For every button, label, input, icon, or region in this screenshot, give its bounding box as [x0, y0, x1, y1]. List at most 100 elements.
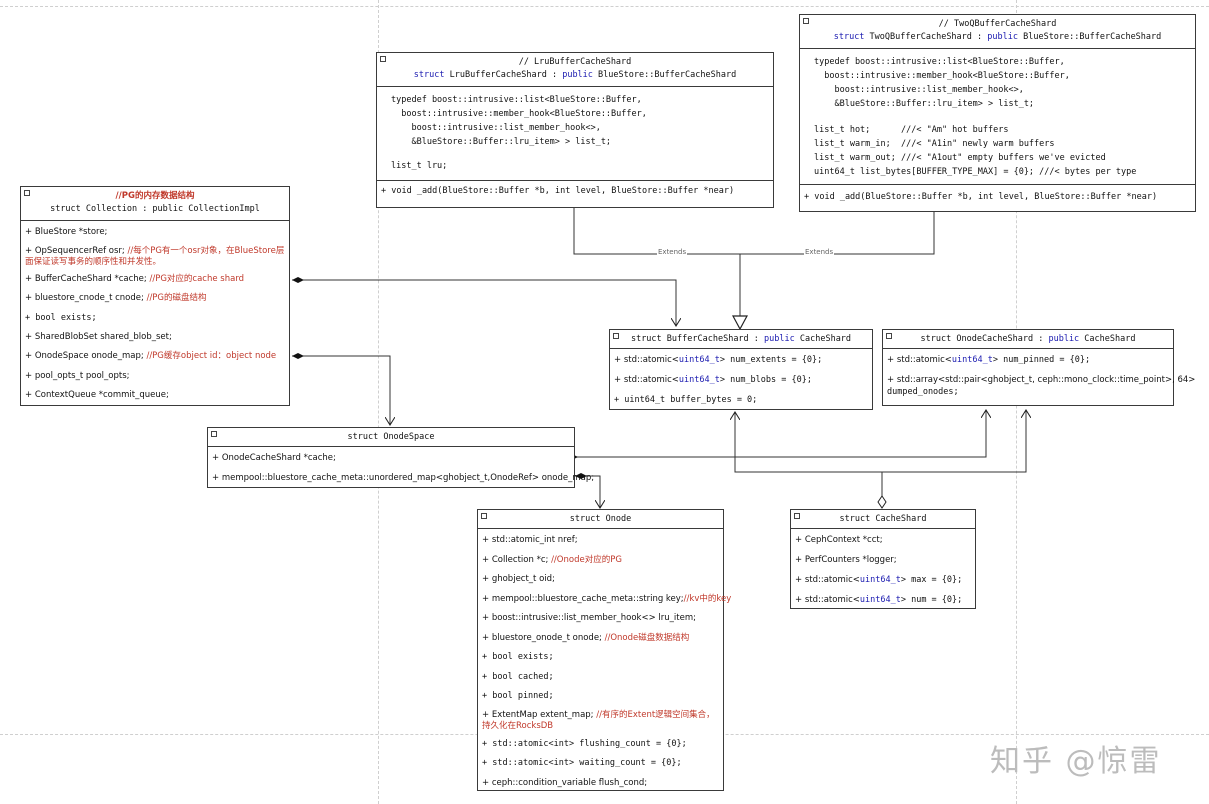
attribute-row: + Collection *c; //Onode对应的PG	[482, 554, 622, 565]
collection-onodemap-link	[292, 355, 390, 425]
collapse-icon[interactable]	[803, 18, 809, 24]
extends-line-twoq	[740, 212, 935, 255]
method-add: + void _add(BlueStore::Buffer *b, int le…	[381, 186, 735, 196]
attributes-section: + std::atomic<uint64_t> num_pinned = {0}…	[883, 349, 1196, 398]
class-header: // LruBufferCacheShard struct LruBufferC…	[377, 53, 773, 87]
attribute-row: + OnodeSpace onode_map; //PG缓存object id：…	[25, 351, 277, 361]
attributes-section: + std::atomic<uint64_t> num_extents = {0…	[610, 349, 872, 408]
attribute-row: + BufferCacheShard *cache; //PG对应的cache …	[25, 274, 245, 284]
class-comment: // LruBufferCacheShard	[518, 57, 632, 67]
attribute-row: + bool exists;	[25, 313, 97, 323]
class-header: struct Onode	[478, 510, 723, 529]
attribute-row: + ceph::condition_variable flush_cond;	[482, 777, 648, 788]
class-header: // TwoQBufferCacheShard struct TwoQBuffe…	[800, 15, 1195, 49]
typedef-line: &BlueStore::Buffer::lru_item> > list_t;	[814, 99, 1035, 109]
grid-line-horizontal	[0, 6, 1209, 7]
member-warm-in: list_t warm_in; ///< "A1in" newly warm b…	[814, 139, 1055, 149]
buffer-cache-shard-class[interactable]: struct BufferCacheShard : public CacheSh…	[609, 329, 873, 410]
class-declaration: struct Collection : public CollectionImp…	[50, 204, 260, 214]
attribute-row: + bluestore_cnode_t cnode; //PG的磁盘结构	[25, 293, 207, 303]
attribute-row: + ExtentMap extent_map; //有序的Extent逻辑空间集…	[482, 709, 715, 731]
attribute-row: + pool_opts_t pool_opts;	[25, 371, 130, 381]
attribute-row: + bool exists;	[482, 652, 554, 662]
attributes-section: typedef boost::intrusive::list<BlueStore…	[800, 49, 1195, 185]
collapse-icon[interactable]	[380, 56, 386, 62]
attribute-row: + BlueStore *store;	[25, 227, 108, 237]
attribute-row: + std::atomic<int> flushing_count = {0};	[482, 738, 687, 749]
extends-label: Extends	[804, 248, 835, 256]
class-header: //PG的内存数据结构 struct Collection : public C…	[21, 187, 289, 221]
attribute-row: + std::atomic<uint64_t> num_blobs = {0};	[614, 375, 812, 385]
class-comment: //PG的内存数据结构	[115, 191, 195, 201]
onode-class[interactable]: struct Onode + std::atomic_int nref;+ Co…	[477, 509, 731, 791]
diamond-onodespace-onode	[575, 473, 587, 479]
collapse-icon[interactable]	[613, 333, 619, 339]
class-declaration: struct LruBufferCacheShard : public Blue…	[413, 70, 737, 80]
attributes-section: + BlueStore *store; + OpSequencerRef osr…	[21, 221, 289, 405]
attribute-row: + PerfCounters *logger;	[795, 555, 897, 565]
attribute-row: + std::atomic_int nref;	[482, 535, 578, 545]
attribute-row: + SharedBlobSet shared_blob_set;	[25, 332, 172, 342]
attribute-row: + OpSequencerRef osr; //每个PG有一个osr对象，在Bl…	[25, 246, 285, 267]
attribute-row: + CephContext *cct;	[795, 535, 883, 545]
typedef-line: boost::intrusive::member_hook<BlueStore:…	[814, 71, 1070, 81]
attributes-section: + CephContext *cct; + PerfCounters *logg…	[791, 529, 975, 608]
attributes-section: + OnodeCacheShard *cache; + mempool::blu…	[208, 447, 595, 486]
member-list-bytes: uint64_t list_bytes[BUFFER_TYPE_MAX] = {…	[814, 167, 1137, 177]
attribute-row: + bluestore_onode_t onode; //Onode磁盘数据结构	[482, 632, 690, 643]
collapse-icon[interactable]	[886, 333, 892, 339]
attributes-section: typedef boost::intrusive::list<BlueStore…	[377, 87, 773, 181]
diamond-collection-onodemap	[292, 353, 304, 359]
typedef-line: boost::intrusive::list_member_hook<>,	[814, 85, 1024, 95]
attribute-row: + std::atomic<uint64_t> num = {0};	[795, 595, 963, 605]
class-header: struct BufferCacheShard : public CacheSh…	[610, 330, 872, 349]
cacheshard-onode-link	[882, 410, 1026, 473]
typedef-line: typedef boost::intrusive::list<BlueStore…	[391, 95, 642, 105]
member-warm-out: list_t warm_out; ///< "A1out" empty buff…	[814, 153, 1106, 163]
lru-buffer-cache-shard-class[interactable]: // LruBufferCacheShard struct LruBufferC…	[376, 52, 774, 208]
attribute-row: + mempool::bluestore_cache_meta::string …	[482, 593, 732, 604]
onode-space-class[interactable]: struct OnodeSpace + OnodeCacheShard *cac…	[207, 427, 595, 488]
typedef-line: &BlueStore::Buffer::lru_item> > list_t;	[391, 137, 612, 147]
attribute-row: + std::atomic<uint64_t> num_extents = {0…	[614, 355, 823, 365]
attribute-row: + mempool::bluestore_cache_meta::unorder…	[212, 473, 595, 483]
twoq-buffer-cache-shard-class[interactable]: // TwoQBufferCacheShard struct TwoQBuffe…	[799, 14, 1196, 212]
class-comment: // TwoQBufferCacheShard	[938, 19, 1057, 29]
attribute-row: + ContextQueue *commit_queue;	[25, 390, 169, 400]
typedef-line: boost::intrusive::member_hook<BlueStore:…	[391, 109, 647, 119]
collapse-icon[interactable]	[24, 190, 30, 196]
attribute-row: + std::array<std::pair<ghobject_t, ceph:…	[887, 375, 1196, 385]
collapse-icon[interactable]	[211, 431, 217, 437]
attribute-row: dumped_onodes;	[887, 387, 959, 397]
diamond-cacheshard	[877, 495, 887, 509]
grid-line-vertical	[378, 0, 379, 804]
attribute-row: + OnodeCacheShard *cache;	[212, 453, 336, 463]
attribute-row: + bool pinned;	[482, 691, 554, 701]
attribute-row: + std::atomic<uint64_t> max = {0};	[795, 575, 963, 585]
class-declaration: struct TwoQBufferCacheShard : public Blu…	[833, 32, 1162, 42]
watermark: 知乎 @惊雷	[990, 744, 1162, 779]
collapse-icon[interactable]	[794, 513, 800, 519]
diamond-collection-cache	[292, 277, 304, 283]
collection-cache-link	[292, 279, 676, 326]
cacheshard-buffer-link	[735, 412, 883, 496]
attribute-row: + std::atomic<uint64_t> num_pinned = {0}…	[887, 355, 1091, 365]
class-header: struct OnodeCacheShard : public CacheSha…	[883, 330, 1173, 349]
cache-shard-class[interactable]: struct CacheShard + CephContext *cct; + …	[790, 509, 976, 609]
attribute-row: + uint64_t buffer_bytes = 0;	[614, 395, 758, 405]
attribute-row: + std::atomic<int> waiting_count = {0};	[482, 758, 682, 768]
method-add: + void _add(BlueStore::Buffer *b, int le…	[804, 192, 1158, 202]
attribute-row: + bool cached;	[482, 671, 554, 682]
typedef-line: typedef boost::intrusive::list<BlueStore…	[814, 57, 1065, 67]
typedef-line: boost::intrusive::list_member_hook<>,	[391, 123, 601, 133]
collapse-icon[interactable]	[481, 513, 487, 519]
class-header: struct CacheShard	[791, 510, 975, 529]
collection-class[interactable]: //PG的内存数据结构 struct Collection : public C…	[20, 186, 290, 406]
extends-label: Extends	[657, 248, 688, 256]
attributes-section: + std::atomic_int nref;+ Collection *c; …	[478, 529, 732, 796]
member-lru: list_t lru;	[391, 161, 448, 171]
class-header: struct OnodeSpace	[208, 428, 574, 447]
inheritance-triangle	[731, 315, 749, 331]
attribute-row: + boost::intrusive::list_member_hook<> l…	[482, 613, 696, 623]
onode-cache-shard-class[interactable]: struct OnodeCacheShard : public CacheSha…	[882, 329, 1196, 406]
